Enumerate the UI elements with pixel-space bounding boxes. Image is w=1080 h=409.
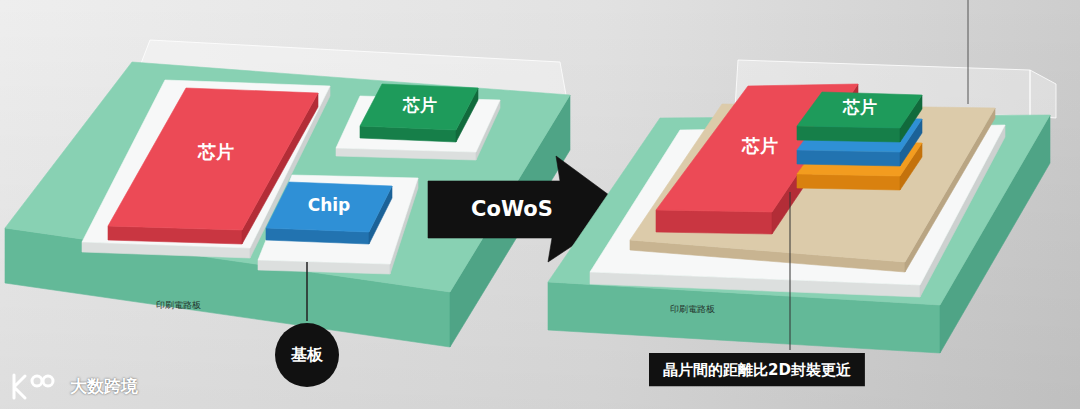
text-holder: 芯片 xyxy=(403,96,437,116)
leader-line xyxy=(306,262,308,321)
text-holder: 晶片間的距離比2D封裝更近 xyxy=(663,360,851,379)
process-arrow-label: CoWoS xyxy=(471,197,553,221)
text-holder: 印刷電路板 xyxy=(156,293,201,312)
text-holder: CoWoS xyxy=(471,197,553,221)
face xyxy=(797,92,922,128)
chip-stack-label: 芯片 xyxy=(843,98,877,118)
face xyxy=(797,174,900,190)
circle-shape xyxy=(275,323,339,387)
text-holder: Chip xyxy=(308,196,351,216)
chip-label: 芯片 xyxy=(198,142,234,163)
chip-label: 芯片 xyxy=(403,96,437,116)
leader-line xyxy=(968,0,969,104)
text-holder: 印刷電路板 xyxy=(670,297,715,316)
callout-circle-label: 基板 xyxy=(291,346,323,364)
face xyxy=(5,62,570,292)
box-shape xyxy=(649,353,865,386)
watermark: 大数跨境 xyxy=(70,377,138,397)
chip-label: 芯片 xyxy=(742,136,778,157)
callout-circle: 基板 xyxy=(275,323,339,387)
chip-outline xyxy=(256,173,420,276)
face xyxy=(360,84,478,130)
leader-line xyxy=(790,192,791,350)
watermark-logo xyxy=(14,375,53,398)
caption-box: 晶片間的距離比2D封裝更近 xyxy=(649,353,865,386)
chip: 芯片 xyxy=(334,82,502,162)
caption-box-label: 晶片間的距離比2D封裝更近 xyxy=(663,362,851,379)
face xyxy=(797,126,900,142)
face xyxy=(266,182,392,232)
text-holder: 芯片 xyxy=(198,142,234,163)
text-holder: 芯片 xyxy=(742,136,778,157)
text-holder: 基板 xyxy=(291,345,323,364)
chip-label: Chip xyxy=(308,196,351,216)
circuit-board-label: 印刷電路板 xyxy=(670,304,715,314)
chip-outline xyxy=(334,82,502,162)
circuit-board: 印刷電路板芯片芯片 xyxy=(546,102,1052,355)
face xyxy=(656,210,772,234)
label-holder: 大数跨境 xyxy=(70,377,138,397)
face xyxy=(797,150,900,166)
chip-stack: 芯片 xyxy=(795,90,924,192)
chip: Chip xyxy=(256,173,420,276)
face xyxy=(258,175,418,264)
circuit-board-label: 印刷電路板 xyxy=(156,300,201,310)
text-holder: 芯片 xyxy=(843,98,877,118)
